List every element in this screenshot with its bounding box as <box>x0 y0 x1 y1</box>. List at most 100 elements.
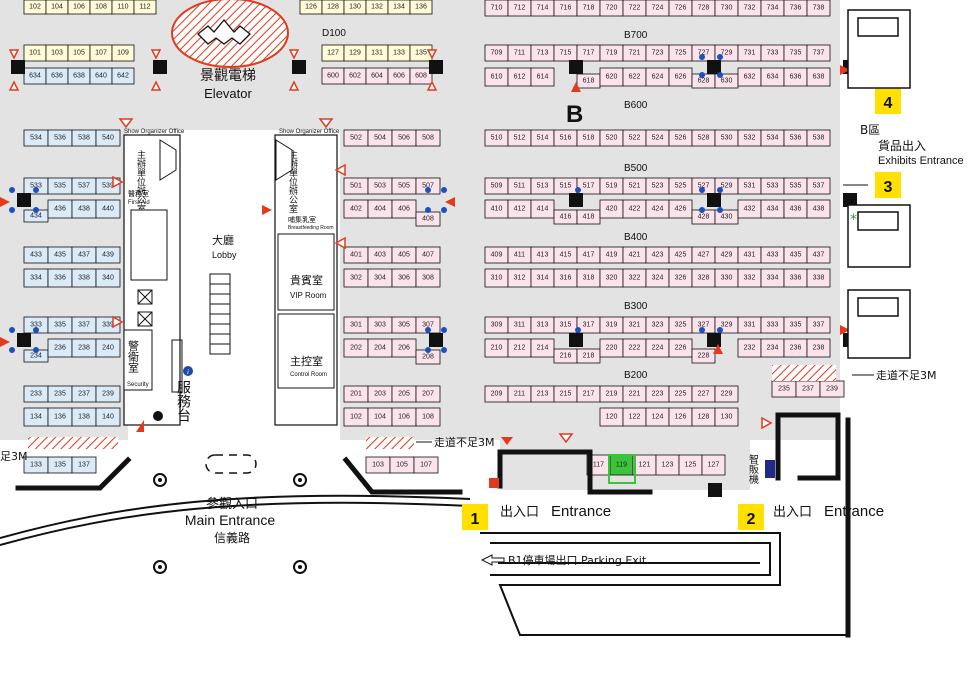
booth-426[interactable] <box>668 199 693 219</box>
booth-number: 712 <box>514 5 526 12</box>
elevator-label-en: Elevator <box>204 86 252 101</box>
booth-439[interactable] <box>95 246 121 264</box>
parking-exit-label: B1停車場出口 Parking Exit <box>508 553 647 567</box>
booth-number: 320 <box>606 275 618 282</box>
booth-229[interactable] <box>714 385 739 403</box>
booth-537[interactable] <box>806 177 831 195</box>
booth-538[interactable] <box>806 129 831 147</box>
booth-440[interactable] <box>95 199 121 219</box>
booth-number: 122 <box>629 414 641 421</box>
booth-number: 606 <box>393 73 405 80</box>
zone-labels: D100 B700 B600 B B500 B400 B300 B200 <box>322 28 648 381</box>
booth-number: 523 <box>652 183 664 190</box>
booth-638[interactable] <box>806 67 831 87</box>
booth-508[interactable] <box>415 129 441 147</box>
booth-number: 632 <box>744 74 756 81</box>
main-entrance[interactable]: 參觀入口 Main Entrance 信義路 <box>153 454 307 574</box>
booth-number: 636 <box>51 73 63 80</box>
booth-number: 127 <box>327 50 339 57</box>
booth-127[interactable] <box>701 454 726 476</box>
booth-206[interactable] <box>391 338 417 358</box>
booth-130[interactable] <box>714 407 739 427</box>
booth-112[interactable] <box>133 0 157 15</box>
booth-414[interactable] <box>530 199 555 219</box>
booth-number: 214 <box>537 345 549 352</box>
booth-number: 401 <box>350 252 362 259</box>
booth-number: 602 <box>349 73 361 80</box>
booth-226[interactable] <box>668 338 693 358</box>
entrance-2[interactable]: 2 出入口 Entrance <box>738 503 884 530</box>
booth-number: 302 <box>350 275 362 282</box>
vending-label: 智販機 <box>747 453 759 485</box>
booth-338[interactable] <box>806 268 831 288</box>
badge-2: 2 <box>747 511 756 528</box>
booth-228[interactable] <box>691 348 716 364</box>
booth-137[interactable] <box>71 456 97 474</box>
entrance-2-cn: 出入口 <box>773 505 812 520</box>
exhibits-entrance[interactable]: 4 3 B區 貨品出入 Exhibits Entrance <box>843 88 964 198</box>
booth-number: 106 <box>398 414 410 421</box>
booth-number: 212 <box>514 345 526 352</box>
booth-number: 527 <box>698 183 710 190</box>
booth-number: 519 <box>606 183 618 190</box>
booth-239[interactable] <box>95 385 121 403</box>
entrance-1[interactable]: 1 出入口 Entrance <box>462 503 611 530</box>
booth-238[interactable] <box>806 338 831 358</box>
booth-number: 716 <box>560 5 572 12</box>
booth-number: 437 <box>78 252 90 259</box>
booth-340[interactable] <box>95 268 121 288</box>
booth-number: 516 <box>560 135 572 142</box>
booth-number: 403 <box>374 252 386 259</box>
booth-number: 414 <box>537 206 549 213</box>
highlighted-booth-119[interactable] <box>608 454 636 484</box>
booth-number: 634 <box>767 74 779 81</box>
booth-number: 640 <box>95 73 107 80</box>
booth-number: 102 <box>29 4 41 11</box>
booth-614[interactable] <box>530 67 555 87</box>
booth-406[interactable] <box>391 199 417 219</box>
booth-207[interactable] <box>415 385 441 403</box>
booth-number: 117 <box>593 462 604 469</box>
booth-number: 622 <box>629 74 641 81</box>
booth-540[interactable] <box>95 129 121 147</box>
booth-number: 434 <box>767 206 779 213</box>
booth-738[interactable] <box>806 0 831 17</box>
booth-214[interactable] <box>530 338 555 358</box>
booth-number: 433 <box>767 252 779 259</box>
elevator[interactable]: 景觀電梯 Elevator <box>171 0 289 101</box>
vending-machine[interactable]: 智販機 <box>747 453 776 485</box>
booth-number: 717 <box>583 50 595 57</box>
booth-number: 236 <box>790 345 802 352</box>
service-desk[interactable]: i 服務台 <box>171 339 193 422</box>
booth-407[interactable] <box>415 246 441 264</box>
booth-number: 624 <box>652 74 664 81</box>
booth-337[interactable] <box>806 316 831 334</box>
booth-108[interactable] <box>415 407 441 427</box>
booth-642[interactable] <box>111 67 135 85</box>
parking-exit[interactable]: B1停車場出口 Parking Exit <box>480 553 647 567</box>
booth-number: 628 <box>698 78 710 85</box>
booth-136[interactable] <box>409 0 433 15</box>
booth-number: 228 <box>698 353 710 360</box>
booth-308[interactable] <box>415 268 441 288</box>
booth-number: 125 <box>685 462 697 469</box>
booth-number: 201 <box>350 391 362 398</box>
security-cn: 警衛室 <box>127 339 140 373</box>
booth-507[interactable] <box>415 177 441 195</box>
booth-number: 237 <box>78 391 90 398</box>
aisle-note-left: 足3M <box>0 450 28 463</box>
booth-number: 133 <box>30 462 42 469</box>
booth-number: 419 <box>606 252 618 259</box>
booth-107[interactable] <box>413 456 439 474</box>
booth-240[interactable] <box>95 338 121 358</box>
booth-140[interactable] <box>95 407 121 427</box>
badge-1: 1 <box>471 511 480 528</box>
booth-number: 402 <box>350 206 362 213</box>
booth-109[interactable] <box>111 44 135 62</box>
booth-437[interactable] <box>806 246 831 264</box>
booth-438[interactable] <box>806 199 831 219</box>
booth-737[interactable] <box>806 44 831 62</box>
booth-608[interactable] <box>409 67 433 85</box>
entrance-1-cn: 出入口 <box>500 505 539 520</box>
booth-number: 730 <box>721 5 733 12</box>
